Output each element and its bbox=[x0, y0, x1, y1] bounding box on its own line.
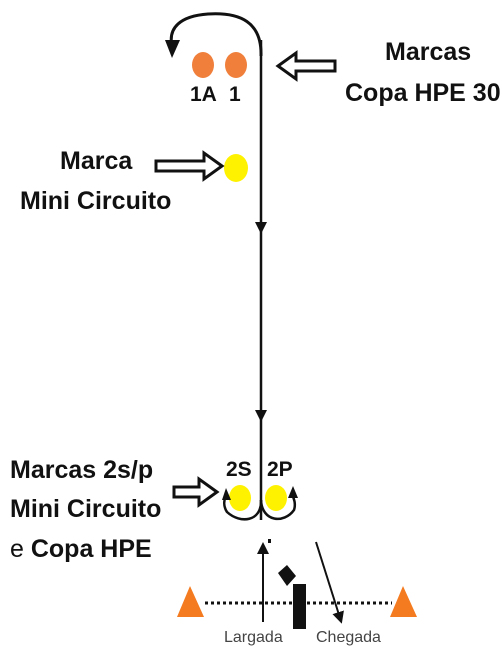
mark-2s bbox=[229, 485, 251, 511]
turn-marks-label-line3-rest: Copa HPE bbox=[30, 535, 152, 563]
mark-1-label: 1 bbox=[229, 83, 241, 106]
mini-circuito-label-line2: Mini Circuito bbox=[20, 187, 172, 215]
finish-buoy bbox=[390, 586, 417, 617]
start-label: Largada bbox=[224, 629, 283, 646]
committee-boat-flag bbox=[278, 565, 296, 586]
turn-marks-label-line1: Marcas 2s/p bbox=[10, 456, 154, 484]
top-rounding-path bbox=[169, 12, 263, 57]
course-direction-arrow-2 bbox=[255, 410, 267, 422]
gate-rounding-left-arrowhead bbox=[222, 488, 231, 500]
start-buoy bbox=[177, 586, 204, 617]
mark-1 bbox=[225, 52, 247, 78]
committee-boat bbox=[293, 584, 306, 629]
mark-2p bbox=[265, 485, 287, 511]
turn-marks-label-line3-prefix: e bbox=[10, 535, 31, 563]
copa-hpe-30-label-line1: Marcas bbox=[385, 38, 472, 66]
pointer-arrow-copa-hpe-30 bbox=[275, 50, 337, 82]
finish-line-arrow bbox=[315, 541, 344, 624]
mark-1a bbox=[192, 52, 214, 78]
course-direction-arrow-1 bbox=[255, 222, 267, 234]
gate-rounding-right bbox=[259, 494, 297, 521]
turn-marks-label-line2: Mini Circuito bbox=[10, 495, 162, 523]
pointer-arrow-turn-marks bbox=[172, 476, 220, 508]
mark-2p-label: 2P bbox=[267, 458, 293, 481]
top-rounding-arrowhead bbox=[165, 40, 180, 58]
copa-hpe-30-label-line2: Copa HPE 30 bbox=[345, 79, 501, 107]
mark-2s-label: 2S bbox=[226, 458, 252, 481]
finish-label: Chegada bbox=[316, 629, 381, 646]
pointer-arrow-mini-circuito bbox=[154, 150, 225, 182]
mini-circuito-label-line1: Marca bbox=[60, 147, 133, 175]
gate-rounding-right-arrowhead bbox=[288, 486, 298, 498]
turn-marks-label-line3: e Copa HPE bbox=[10, 537, 152, 562]
mark-1a-label: 1A bbox=[190, 83, 217, 106]
start-tick bbox=[268, 539, 271, 543]
mark-mini-circuito bbox=[224, 154, 248, 182]
